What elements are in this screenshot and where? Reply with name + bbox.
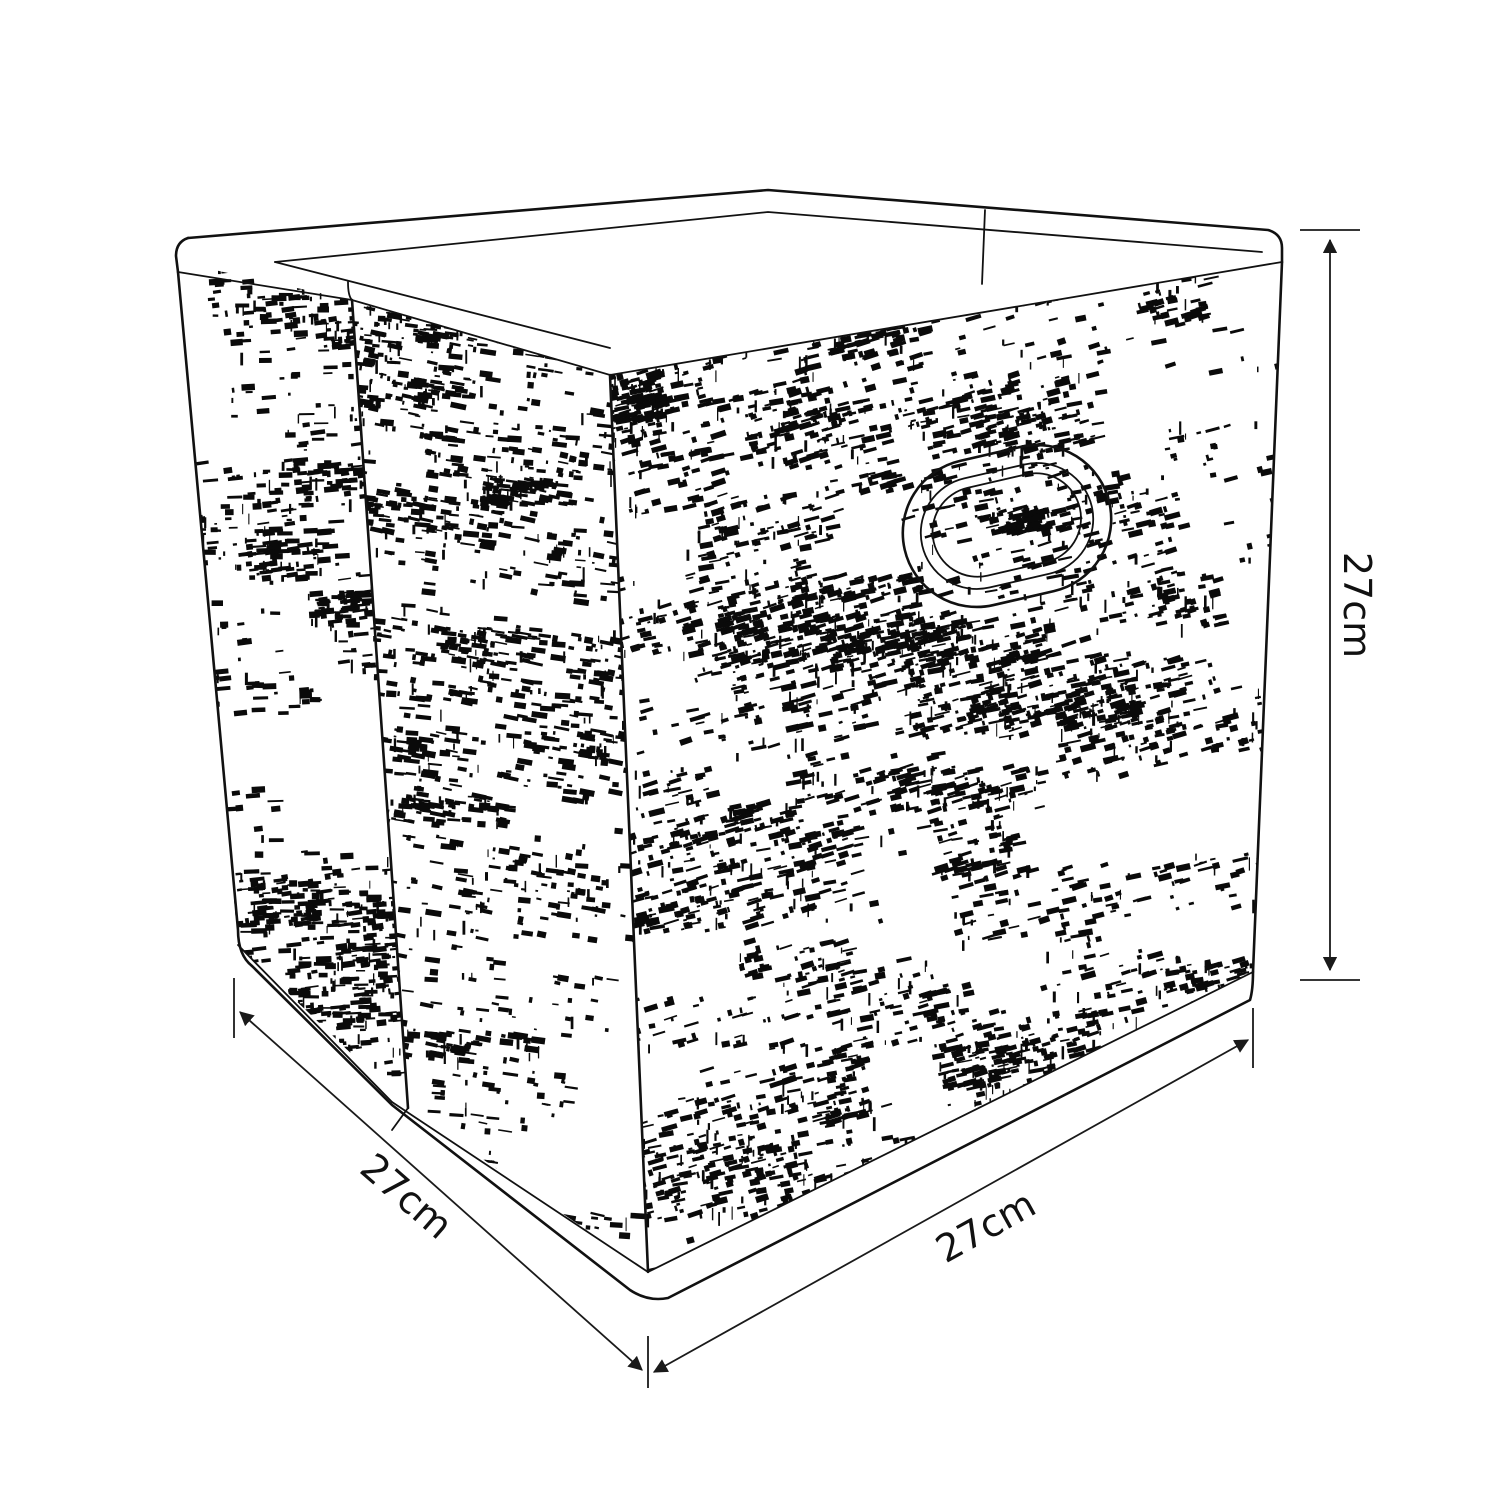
height-dimension: 27cm	[1300, 229, 1379, 981]
width-label: 27cm	[929, 1182, 1043, 1272]
height-label: 27cm	[1335, 552, 1379, 658]
width-dimension: 27cm	[652, 1008, 1254, 1373]
front-panel-texture	[610, 262, 1282, 1272]
handle-cutout-icon	[901, 443, 1113, 609]
box-outline	[174, 188, 1284, 1301]
inner-panel-texture	[352, 300, 648, 1272]
